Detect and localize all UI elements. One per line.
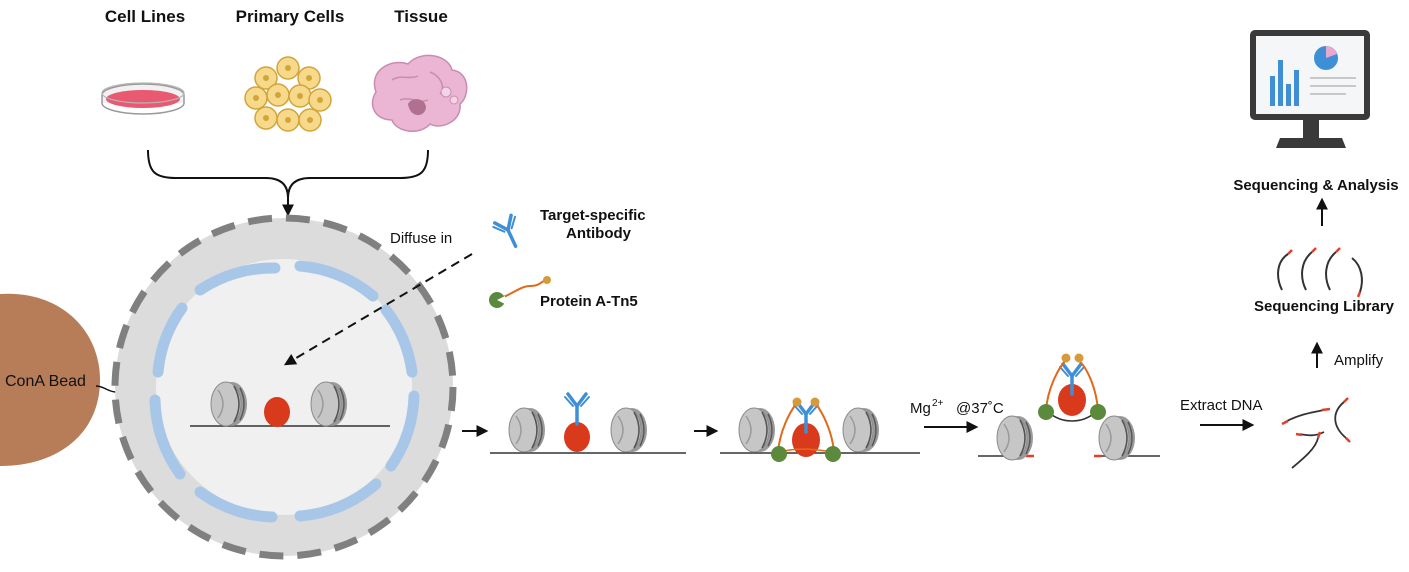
label-sequencing-analysis: Sequencing & Analysis <box>1233 177 1398 194</box>
label-sequencing-library: Sequencing Library <box>1254 298 1395 315</box>
target-protein <box>264 397 290 427</box>
step-tn5-bound <box>720 397 920 462</box>
step-tagmentation <box>978 353 1160 461</box>
nucleosome-icon <box>210 381 248 427</box>
monitor-icon <box>1250 30 1370 148</box>
antibody-icon <box>490 212 529 254</box>
sequencing-library-icon <box>1277 247 1363 298</box>
label-tissue: Tissue <box>394 7 448 26</box>
label-diffuse-in: Diffuse in <box>390 230 452 247</box>
inner-nucleus <box>156 259 412 515</box>
label-extract-dna: Extract DNA <box>1180 397 1263 414</box>
tissue-icon <box>371 54 468 132</box>
diffuse-arrow <box>283 253 473 366</box>
step-antibody-bound <box>490 392 686 454</box>
label-amplify: Amplify <box>1334 352 1384 369</box>
label-antibody-2: Antibody <box>566 225 632 242</box>
nucleosome-icon <box>310 381 348 427</box>
petri-dish-icon <box>101 82 185 115</box>
label-mg: Mg <box>910 400 931 417</box>
nuclear-envelope <box>149 260 420 523</box>
label-protein-a-tn5: Protein A-Tn5 <box>540 293 638 310</box>
dna-fragments <box>1281 397 1351 469</box>
label-antibody-1: Target-specific <box>540 207 646 224</box>
label-primary-cells: Primary Cells <box>236 7 345 26</box>
cona-bead <box>0 293 100 466</box>
label-mg-sup: 2+ <box>932 398 944 409</box>
label-temperature: @37˚C <box>956 400 1004 417</box>
label-cell-lines: Cell Lines <box>105 7 185 26</box>
protein-a-tn5-icon <box>489 276 551 308</box>
label-cona-bead: ConA Bead <box>5 373 86 390</box>
source-brace <box>147 149 429 199</box>
